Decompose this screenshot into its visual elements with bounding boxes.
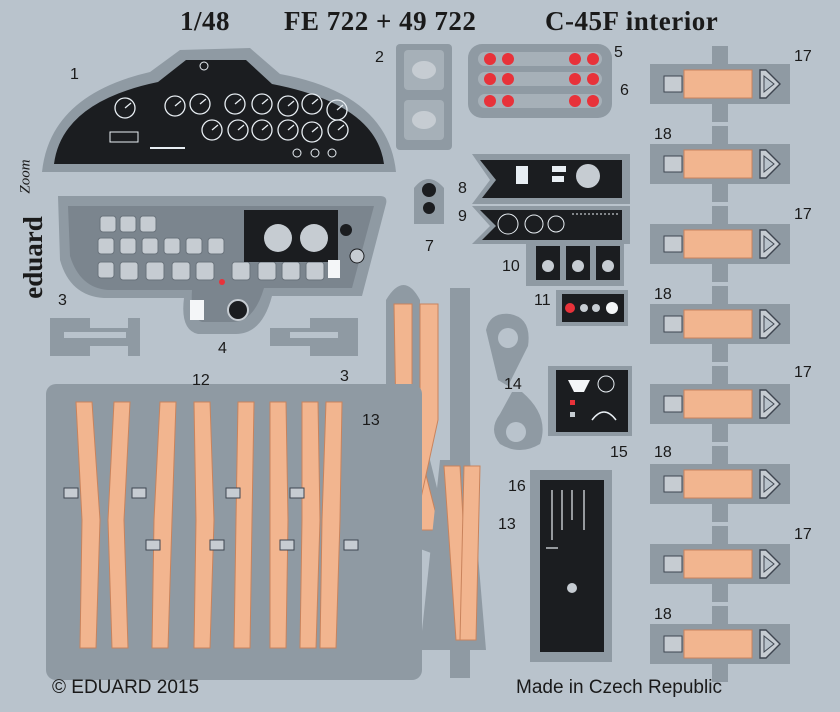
part-number: 17 xyxy=(794,206,812,223)
part-number: 9 xyxy=(458,208,467,225)
instrument-panel-lower xyxy=(58,196,387,334)
part-number: 17 xyxy=(794,364,812,381)
part-number: 12 xyxy=(192,372,210,389)
part-number: 18 xyxy=(654,444,672,461)
part-number: 14 xyxy=(504,376,522,393)
part-number: 16 xyxy=(508,478,526,495)
part-15-panel xyxy=(548,366,632,436)
part-14-levers xyxy=(486,313,543,450)
part-10-panel xyxy=(526,240,624,286)
part-number: 13 xyxy=(498,516,516,533)
part-number: 2 xyxy=(375,49,384,66)
scale-label: 1/48 xyxy=(180,6,231,36)
part-7-switch xyxy=(414,179,444,224)
brand-logo: eduard xyxy=(17,216,48,299)
instrument-panel-upper xyxy=(42,48,396,172)
part-13-belts xyxy=(386,285,486,678)
part-number: 18 xyxy=(654,126,672,143)
part-number: 3 xyxy=(58,292,67,309)
part-number: 1 xyxy=(70,66,79,83)
part-11-panel xyxy=(556,290,628,326)
part-number: 15 xyxy=(610,444,628,461)
bracket-right xyxy=(270,318,358,356)
part-number: 11 xyxy=(534,292,551,309)
part-number: 18 xyxy=(654,606,672,623)
part-number: 13 xyxy=(362,412,380,429)
part-number: 10 xyxy=(502,258,520,275)
zoom-logo: Zoom xyxy=(17,159,34,194)
part-number: 17 xyxy=(794,526,812,543)
part-number: 5 xyxy=(614,44,623,61)
part-number: 17 xyxy=(794,48,812,65)
copyright-label: © EDUARD 2015 xyxy=(52,677,200,698)
part-2-pads xyxy=(396,44,452,150)
part-number: 3 xyxy=(340,368,349,385)
part-number: 7 xyxy=(425,238,434,255)
part-number: 4 xyxy=(218,340,227,357)
product-codes: FE 722 + 49 722 xyxy=(284,6,477,36)
subject-title: C-45F interior xyxy=(545,6,719,36)
origin-label: Made in Czech Republic xyxy=(516,677,722,698)
part-17-18-belts xyxy=(650,46,790,682)
part-5-6-lights xyxy=(468,44,612,118)
part-number: 6 xyxy=(620,82,629,99)
bracket-left xyxy=(50,318,140,356)
part-16-throttle-plate xyxy=(530,470,612,662)
part-number: 8 xyxy=(458,180,467,197)
part-number: 18 xyxy=(654,286,672,303)
part-8-9-panels xyxy=(472,154,630,244)
part-12-harnesses xyxy=(46,384,422,680)
